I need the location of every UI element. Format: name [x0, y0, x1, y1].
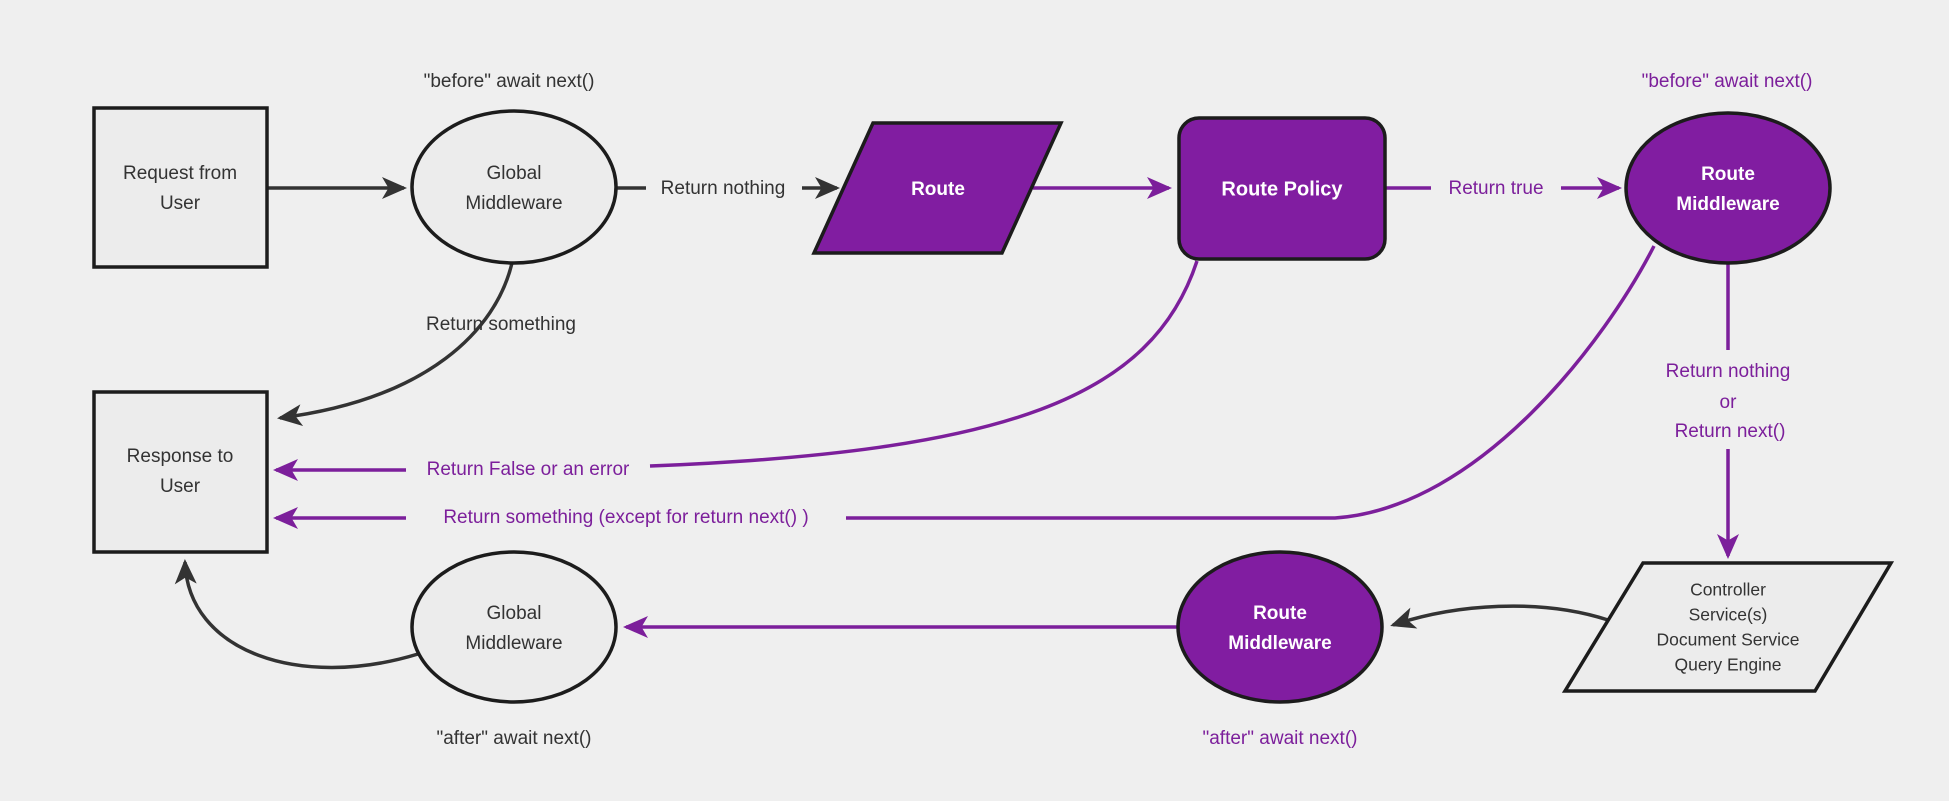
global-middleware-top-shape	[410, 109, 618, 265]
request-from-user-label-line2: User	[160, 193, 201, 214]
route-middleware-bottom-label-line1: Route	[1253, 603, 1307, 624]
edges	[174, 177, 1739, 670]
node-route-middleware-bottom: Route Middleware	[1176, 550, 1384, 704]
services-label-line2: Service(s)	[1689, 605, 1768, 625]
node-global-middleware-top: Global Middleware	[410, 109, 618, 265]
global-middleware-bottom-shape	[410, 550, 618, 704]
edge-global-return-something-to-response	[277, 262, 514, 427]
route-shape	[811, 121, 1064, 255]
node-route-middleware-top: Route Middleware	[1624, 111, 1832, 265]
label-return-nothing-or-line1: Return nothing	[1666, 361, 1791, 382]
route-middleware-top-label-line2: Middleware	[1676, 194, 1779, 215]
label-after-await-next-global: "after" await next()	[437, 728, 592, 749]
services-label-line4: Query Engine	[1674, 655, 1781, 675]
label-after-await-next-route: "after" await next()	[1203, 728, 1358, 749]
route-policy-shape	[1177, 116, 1387, 261]
edge-labels: "before" await next() Return nothing Ret…	[424, 71, 1813, 749]
global-middleware-top-label-line2: Middleware	[465, 193, 562, 214]
edge-middleware-return-something-curve	[846, 245, 1656, 520]
label-return-something-except: Return something (except for return next…	[443, 507, 808, 528]
edge-services-to-route-middleware-bottom	[1390, 604, 1609, 629]
label-return-true: Return true	[1448, 178, 1543, 199]
global-middleware-top-label-line1: Global	[487, 163, 542, 184]
node-services: Controller Service(s) Document Service Q…	[1561, 561, 1895, 693]
node-route-policy: Route Policy	[1177, 116, 1387, 261]
route-middleware-top-label-line1: Route	[1701, 164, 1755, 185]
node-request-from-user: Request from User	[92, 106, 269, 269]
label-return-false-or-error: Return False or an error	[427, 459, 630, 480]
node-response-to-user: Response to User	[92, 390, 269, 554]
node-route: Route	[811, 121, 1064, 255]
response-to-user-label-line1: Response to	[127, 446, 234, 467]
edge-global-bottom-to-response	[174, 559, 419, 670]
route-label: Route	[911, 179, 965, 200]
services-shape	[1561, 561, 1895, 693]
response-to-user-shape	[92, 390, 269, 554]
route-middleware-top-shape	[1624, 111, 1832, 265]
node-global-middleware-bottom: Global Middleware	[410, 550, 618, 704]
global-middleware-bottom-label-line1: Global	[487, 603, 542, 624]
label-before-await-next-route: "before" await next()	[1642, 71, 1813, 92]
label-return-nothing-or-line3: Return next()	[1675, 421, 1786, 442]
edge-policy-return-false-curve	[649, 260, 1199, 468]
services-label-line1: Controller	[1690, 580, 1766, 600]
label-return-nothing-or-line2: or	[1720, 392, 1738, 413]
request-from-user-shape	[92, 106, 269, 269]
services-label-line3: Document Service	[1657, 630, 1800, 650]
route-middleware-bottom-shape	[1176, 550, 1384, 704]
route-policy-label: Route Policy	[1221, 178, 1343, 200]
label-before-await-next-global: "before" await next()	[424, 71, 595, 92]
request-from-user-label-line1: Request from	[123, 163, 237, 184]
label-return-something: Return something	[426, 314, 576, 335]
nodes: Request from User Global Middleware Rout…	[92, 106, 1895, 704]
route-middleware-bottom-label-line2: Middleware	[1228, 633, 1331, 654]
response-to-user-label-line2: User	[160, 476, 201, 497]
global-middleware-bottom-label-line2: Middleware	[465, 633, 562, 654]
label-return-nothing: Return nothing	[661, 178, 786, 199]
